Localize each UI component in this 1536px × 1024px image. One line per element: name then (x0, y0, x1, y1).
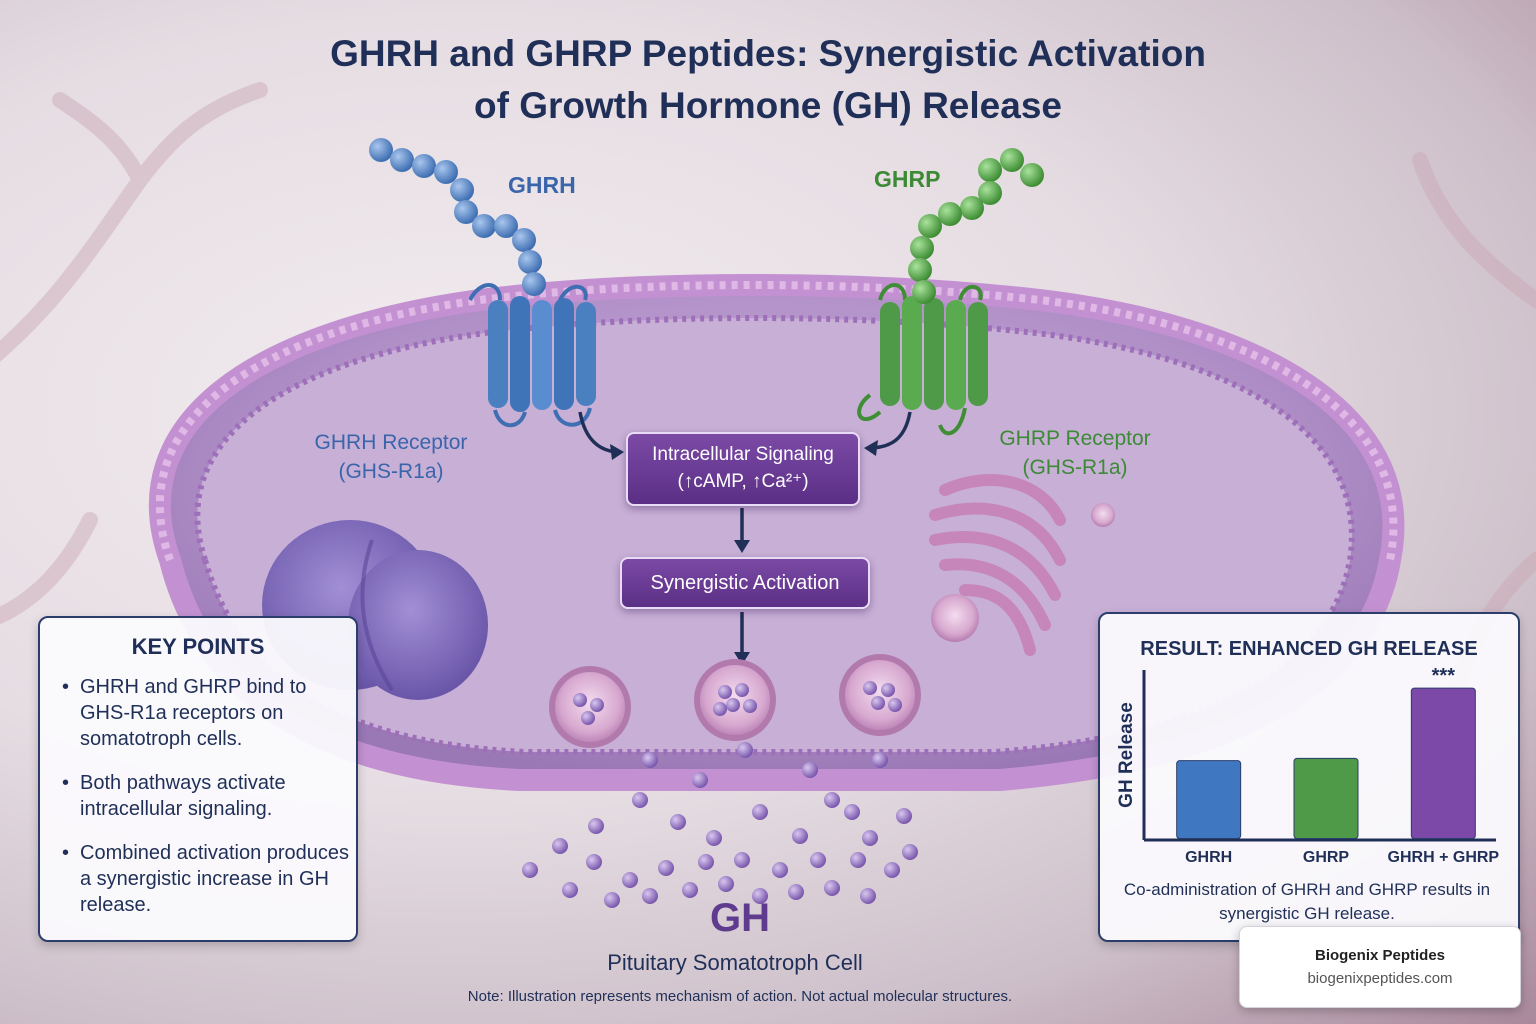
ghrh-receptor-label: GHRH Receptor (GHS-R1a) (296, 428, 486, 486)
cell-membrane-inner (194, 315, 1355, 755)
chart-title: RESULT: ENHANCED GH RELEASE (1140, 638, 1478, 660)
page-title: GHRH and GHRP Peptides: Synergistic Acti… (150, 28, 1386, 132)
bar-0 (1176, 760, 1242, 840)
ghrp-receptor (857, 283, 988, 436)
ghrh-peptide (369, 138, 546, 296)
key-points-title: KEY POINTS (131, 634, 265, 659)
cell-label: Pituitary Somatotroph Cell (607, 950, 863, 975)
ghrp-peptide (908, 148, 1044, 304)
title-line-1: GHRH and GHRP Peptides: Synergistic Acti… (330, 33, 1206, 74)
bar-1 (1293, 757, 1359, 839)
gh-label: GH (710, 896, 770, 940)
key-points-panel: KEY POINTS • GHRH and GHRP bind to GHS-R… (38, 616, 358, 942)
key-point-text: Both pathways activate intracellular sig… (80, 772, 286, 820)
bar-2 (1410, 687, 1476, 839)
key-point-text: GHRH and GHRP bind to GHS-R1a receptors … (80, 676, 307, 750)
ghrh-receptor-subtype: (GHS-R1a) (338, 460, 444, 483)
ghrp-label: GHRP (874, 166, 941, 192)
bullet-point: • (62, 676, 70, 698)
key-point-text: Combined activation produces a synergist… (80, 842, 350, 916)
golgi-apparatus (929, 474, 1066, 656)
key-point-item: • Combined activation produces a synergi… (62, 840, 352, 918)
brand-name: Biogenix Peptides (1314, 947, 1446, 964)
ghrp-receptor-label: GHRP Receptor (GHS-R1a) (980, 424, 1170, 482)
y-axis-label: GH Release (1116, 702, 1137, 808)
title-line-2: of Growth Hormone (GH) Release (474, 85, 1062, 126)
synergistic-activation-box: Synergistic Activation (620, 557, 870, 609)
ghrh-receptor-name: GHRH Receptor (314, 431, 468, 454)
chart-note: Co-administration of GHRH and GHRP resul… (1123, 880, 1491, 923)
gh-granules (522, 742, 918, 908)
significance-annotation: *** (1432, 665, 1456, 687)
secretory-vesicles (549, 654, 921, 748)
ghrp-receptor-name: GHRP Receptor (999, 427, 1151, 450)
bullet-point: • (62, 772, 70, 794)
ghrp-receptor-subtype: (GHS-R1a) (1022, 456, 1128, 479)
signaling-subtitle: (↑cAMP, ↑Ca²⁺) (677, 471, 809, 492)
tick-label-1: GHRP (1303, 849, 1350, 866)
tick-label-0: GHRH (1185, 849, 1232, 866)
key-point-item: • GHRH and GHRP bind to GHS-R1a receptor… (62, 674, 352, 752)
tick-label-2: GHRH + GHRP (1388, 849, 1500, 866)
brand-card: Biogenix Peptides biogenixpeptides.com (1239, 926, 1521, 1008)
ghrh-receptor (468, 283, 596, 428)
disclaimer-note: Note: Illustration represents mechanism … (467, 988, 1013, 1005)
key-point-item: • Both pathways activate intracellular s… (62, 770, 352, 822)
intracellular-signaling-box: Intracellular Signaling (↑cAMP, ↑Ca²⁺) (626, 432, 860, 506)
bullet-point: • (62, 842, 70, 864)
ghrh-label: GHRH (508, 172, 576, 198)
brand-url[interactable]: biogenixpeptides.com (1307, 970, 1453, 987)
signaling-title: Intracellular Signaling (652, 444, 834, 465)
